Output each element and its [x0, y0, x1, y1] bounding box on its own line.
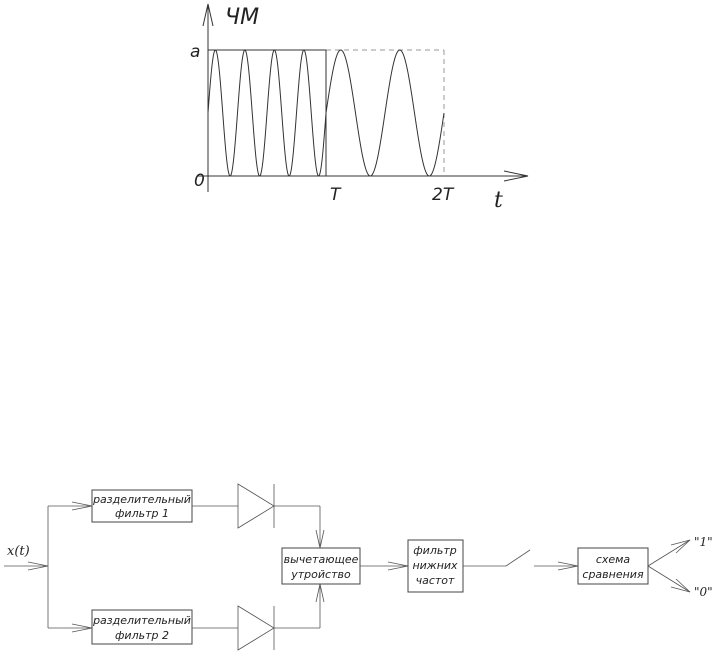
filter-2-box	[91, 609, 193, 645]
comparator-label-line2: сравнения	[582, 568, 644, 581]
subtractor-box	[281, 547, 361, 585]
output-1-label: "1"	[694, 535, 713, 549]
diode-1-icon	[237, 483, 275, 529]
filter-1-label-line2: фильтр 1	[115, 507, 169, 520]
output-0-line	[647, 565, 691, 593]
input-label: x(t)	[7, 544, 30, 559]
lowpass-label-line2: нижних	[412, 559, 458, 572]
diagram-title: ЧМ	[225, 5, 259, 30]
fm-waveform	[207, 49, 445, 177]
subtractor-label-line2: утройство	[290, 568, 351, 581]
y-label-zero: 0	[194, 171, 205, 191]
output-1-line	[647, 539, 691, 567]
lowpass-label-line3: частот	[416, 574, 455, 587]
comparator-box	[577, 547, 649, 585]
y-axis-arrow	[202, 3, 214, 27]
filter-2-label-line1: разделительный	[92, 614, 191, 627]
x-axis-label: t	[494, 188, 503, 213]
filter-1-label-line1: разделительный	[92, 493, 191, 506]
output-0-arrow	[670, 578, 691, 593]
output-1-arrow	[670, 539, 691, 554]
x-axis-arrow	[503, 170, 529, 182]
fm-timing-diagram: ЧМ a 0 T 2T t	[190, 3, 529, 213]
switch-blade	[505, 549, 531, 567]
y-label-a: a	[190, 42, 200, 62]
subtractor-label-line1: вычетающее	[284, 553, 359, 566]
filter-2-label-line2: фильтр 2	[115, 629, 169, 642]
filter-1-box	[91, 489, 193, 523]
x-label-2t: 2T	[432, 185, 455, 205]
output-0-label: "0"	[694, 585, 713, 599]
fm-receiver-block-diagram: x(t) разделительный фильтр 1 разделитель…	[4, 483, 713, 651]
x-label-t: T	[330, 185, 342, 205]
lowpass-label-line1: фильтр	[413, 544, 456, 557]
lowpass-filter-box	[407, 539, 464, 593]
diode-2-icon	[237, 605, 275, 651]
comparator-label-line1: схема	[596, 553, 631, 566]
